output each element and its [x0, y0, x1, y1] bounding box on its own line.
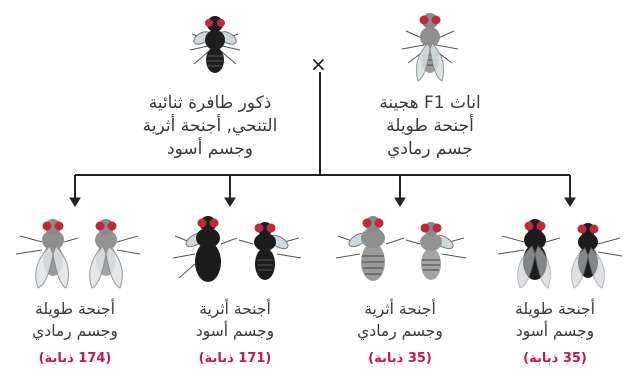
- offspring-3-count: (35 ذبابة): [330, 351, 470, 366]
- offspring-4-count: (35 ذبابة): [485, 351, 625, 366]
- offspring-vestigial-grey-icon: [330, 210, 470, 290]
- offspring-vestigial-black-icon: [165, 210, 305, 290]
- offspring-long-black-icon: [490, 210, 625, 290]
- offspring-2-count: (171 ذبابة): [165, 351, 305, 366]
- male-parent-label: ذكور طافرة ثنائية التنحي, أجنحة أثرية وج…: [125, 92, 295, 161]
- offspring-1-count: (174 ذبابة): [5, 351, 145, 366]
- offspring-1-label: أجنحة طويلة وجسم رمادي: [5, 298, 145, 342]
- offspring-4-label: أجنحة طويلة وجسم أسود: [485, 298, 625, 342]
- offspring-2-label: أجنحة أثرية وجسم أسود: [165, 298, 305, 342]
- offspring-long-grey-icon: [8, 210, 143, 290]
- female-parent-label: اناث F1 هجينة أجنحة طويلة جسم رمادي: [350, 92, 510, 161]
- cross-symbol: ×: [310, 52, 327, 76]
- female-fly-long-grey-icon: [390, 5, 470, 83]
- male-fly-vestigial-black-icon: [180, 8, 250, 78]
- offspring-3-label: أجنحة أثرية وجسم رمادي: [330, 298, 470, 342]
